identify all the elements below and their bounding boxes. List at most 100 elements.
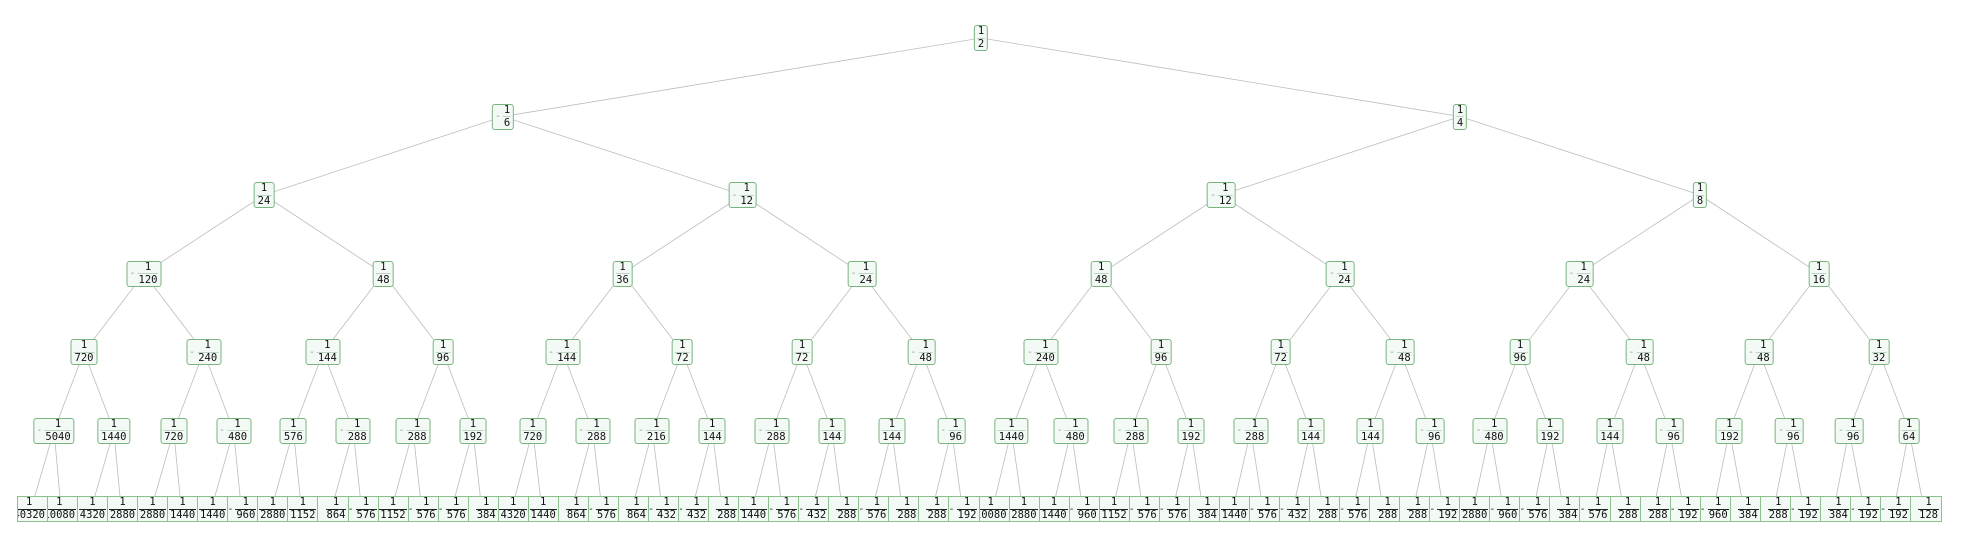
minus-sign: -	[731, 189, 738, 201]
fraction-bar	[235, 508, 257, 510]
tree-edge	[391, 430, 414, 510]
tree-edge	[1532, 430, 1551, 510]
numerator: 1	[1020, 496, 1028, 508]
leaf-node: -110080	[978, 496, 1011, 522]
numerator: 1	[269, 496, 276, 508]
tree-edge	[1848, 351, 1880, 431]
fraction-bar	[997, 430, 1026, 431]
minus-sign: -	[850, 268, 857, 279]
numerator: 1	[1084, 496, 1091, 508]
denominator: 144	[1301, 430, 1321, 443]
numerator: 1	[1534, 496, 1542, 508]
numerator: 1	[26, 496, 33, 508]
numerator: 1	[234, 417, 241, 430]
numerator: 1	[332, 496, 340, 508]
fraction-bar	[499, 508, 527, 510]
tree-edge	[412, 430, 423, 510]
fraction-bar	[918, 351, 933, 353]
numerator: 1	[170, 417, 177, 430]
numerator: 1	[663, 496, 670, 508]
numerator: 1	[1251, 417, 1258, 430]
denominator: 288	[587, 430, 607, 443]
fraction-bar	[1300, 430, 1322, 431]
numerator: 1	[922, 339, 929, 351]
tree-edge	[292, 430, 302, 510]
tree-edge	[1280, 273, 1341, 353]
tree-edge	[143, 194, 265, 274]
minus-sign: -	[1418, 425, 1425, 436]
tree-edge	[562, 351, 593, 431]
minus-sign: -	[1429, 503, 1436, 515]
denominator: 96	[1787, 430, 1800, 443]
fraction-bar	[1617, 508, 1639, 510]
fraction-bar	[1377, 508, 1399, 510]
tree-edge	[1489, 351, 1521, 431]
tree-edge	[980, 37, 1461, 117]
numerator: 1	[1307, 417, 1314, 430]
denominator: 864	[626, 509, 646, 521]
minus-sign: -	[578, 425, 585, 436]
fraction-bar	[716, 508, 738, 510]
fraction-bar	[836, 508, 858, 510]
tree-edge	[1130, 351, 1162, 431]
tree-edge	[1579, 194, 1701, 274]
minus-sign: -	[1789, 503, 1796, 515]
tree-edge	[1833, 430, 1850, 510]
minus-sign: -	[678, 503, 685, 515]
numerator: 1	[603, 496, 610, 508]
minus-sign: -	[1329, 268, 1336, 279]
tree-edge	[1818, 273, 1880, 353]
tree-edge	[811, 430, 833, 510]
denominator: 288	[717, 509, 737, 521]
leaf-node: 140320	[17, 496, 49, 522]
denominator: 384	[1828, 509, 1848, 521]
fraction-bar	[1407, 508, 1429, 510]
numerator: 1	[783, 496, 790, 508]
numerator: 1	[179, 496, 186, 508]
denominator: 192	[957, 509, 977, 521]
fraction-bar	[1093, 273, 1109, 274]
numerator: 1	[952, 417, 959, 430]
minus-sign: -	[1699, 503, 1706, 515]
fraction-bar	[1901, 430, 1917, 431]
fraction-bar	[1010, 508, 1038, 510]
